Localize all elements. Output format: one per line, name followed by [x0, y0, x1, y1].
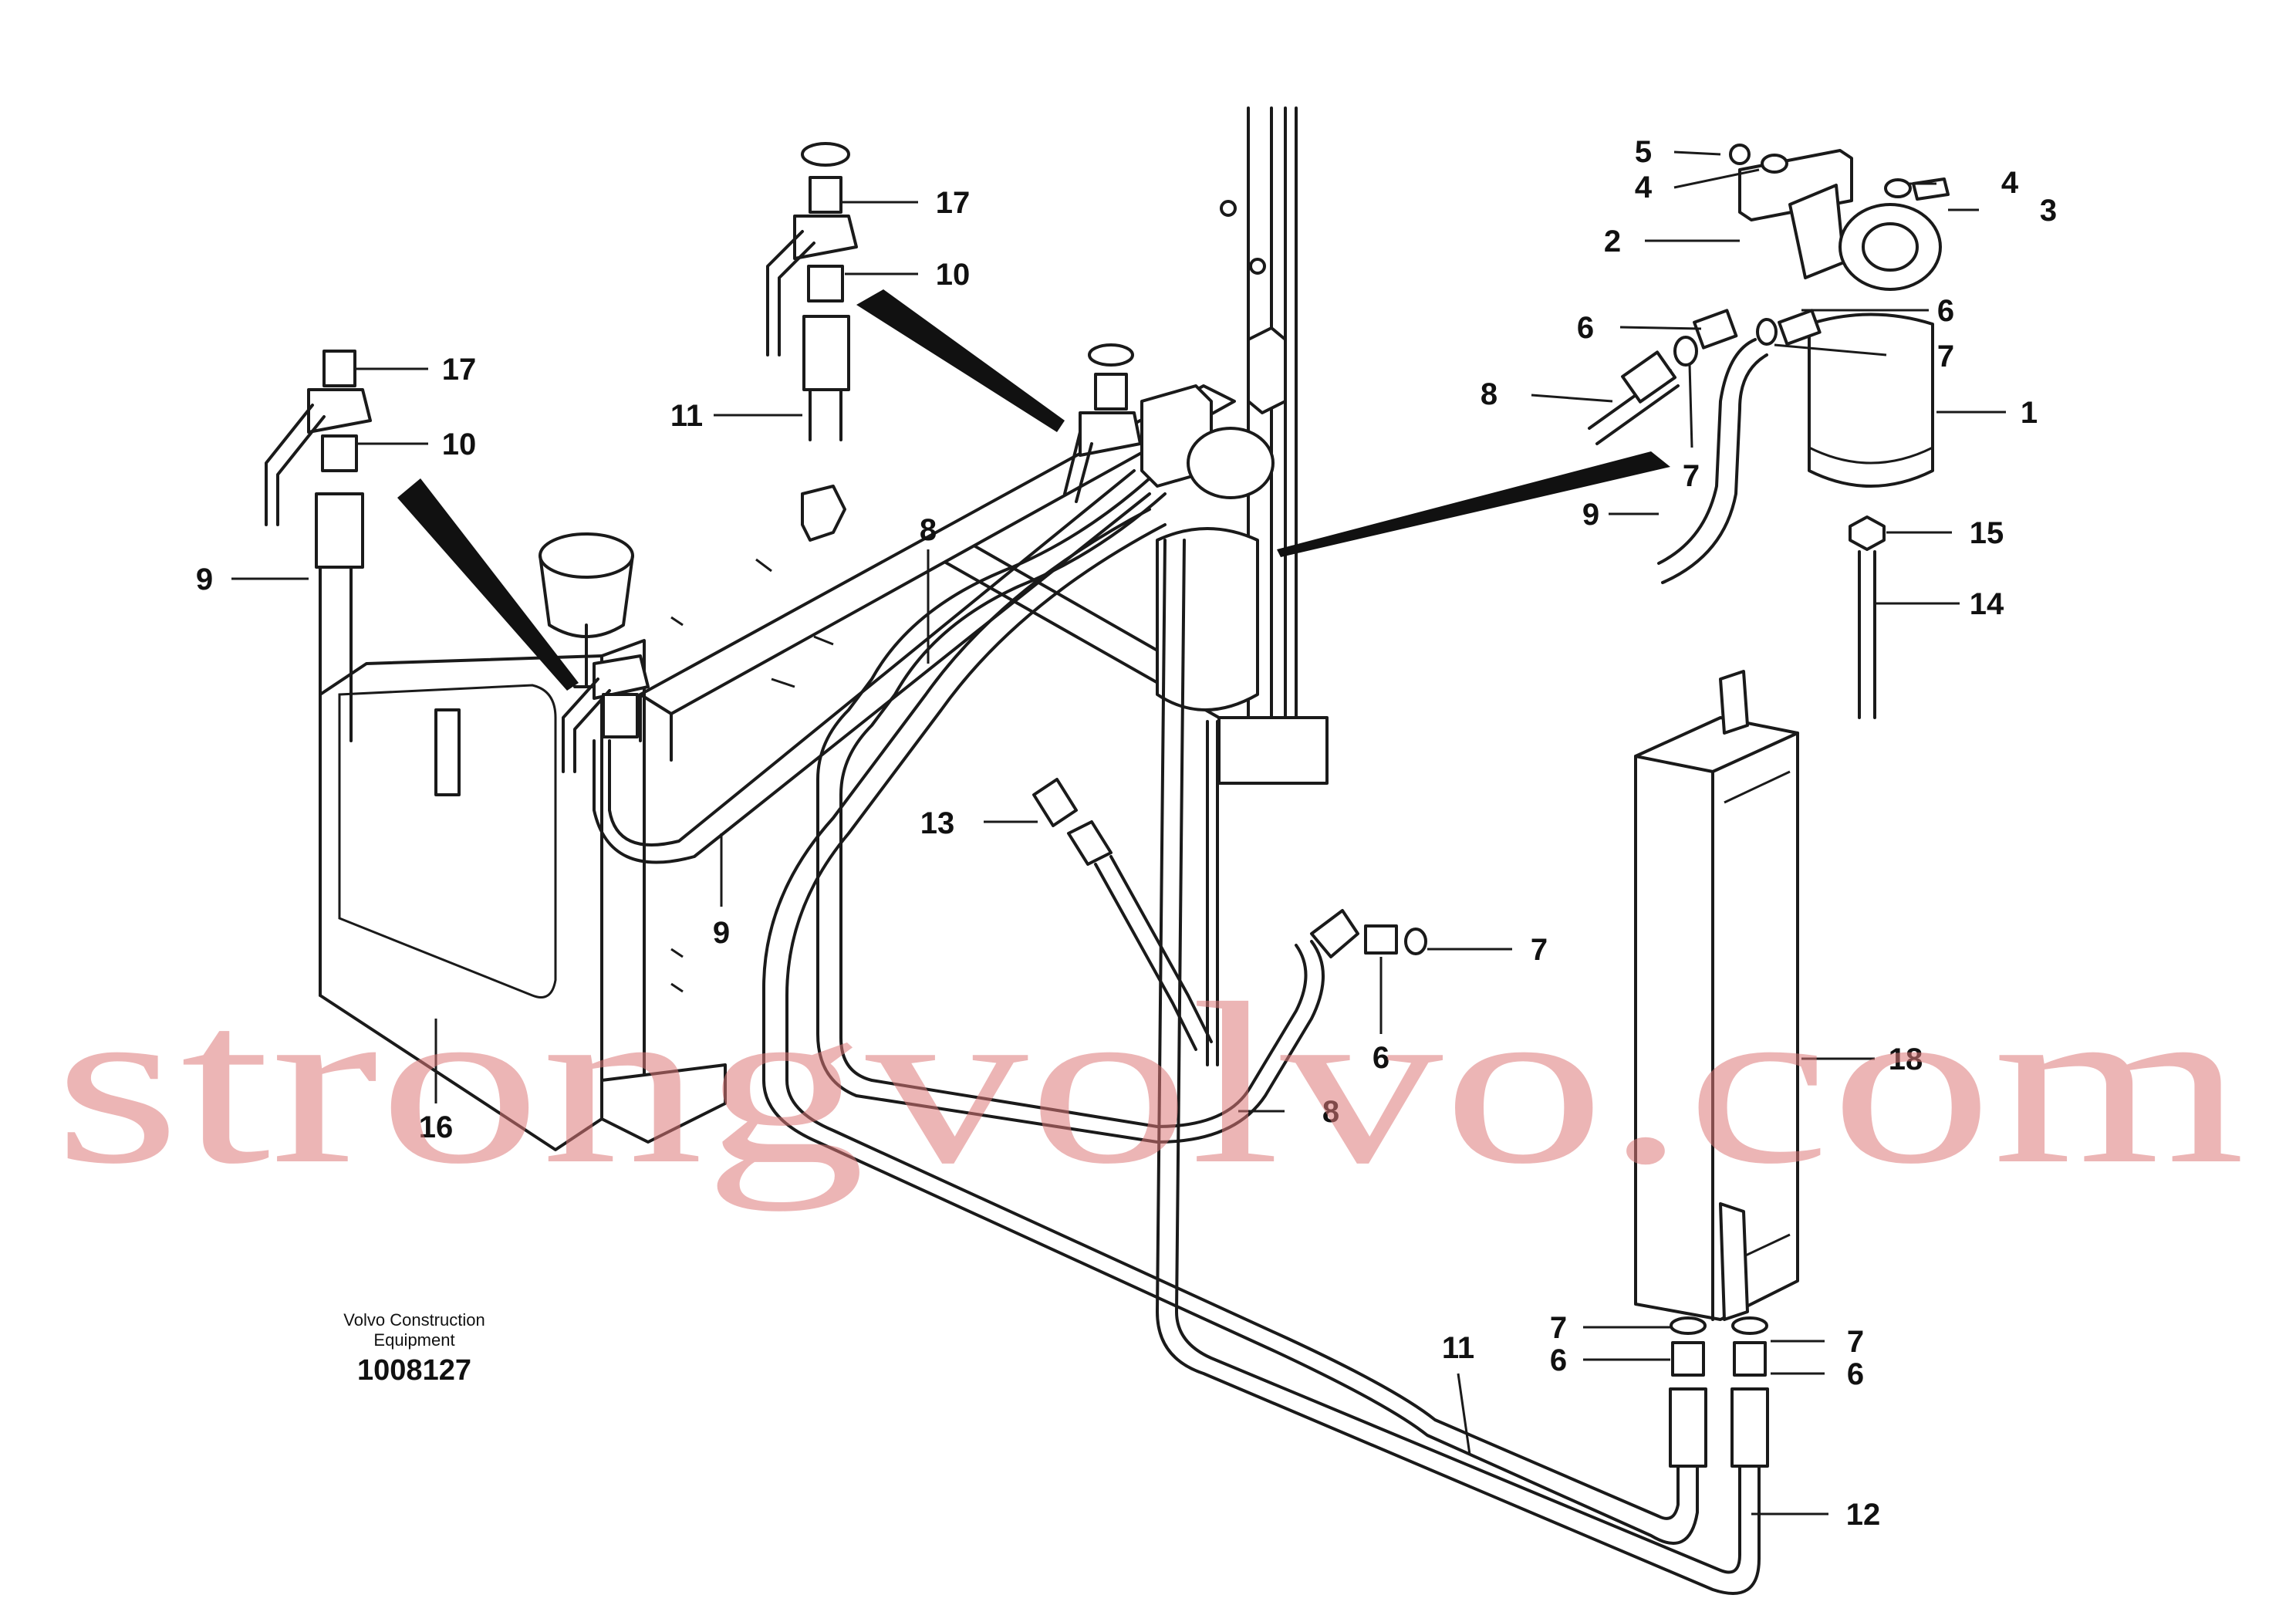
callout-6: 6	[1577, 311, 1594, 345]
callout-18: 18	[1889, 1042, 1923, 1076]
callout-10: 10	[442, 427, 477, 461]
callout-4: 4	[1635, 171, 1653, 204]
ball-valve-center	[1063, 343, 1142, 503]
callout-6: 6	[1937, 294, 1954, 328]
caption-company-line1: Volvo Construction	[343, 1310, 485, 1330]
callout-6: 6	[1847, 1357, 1864, 1391]
ball-valve-upper	[766, 142, 858, 441]
callout-11: 11	[670, 399, 703, 433]
hydraulic-tank-16	[319, 532, 727, 1151]
callout-3: 3	[2040, 194, 2057, 228]
callout-17: 17	[936, 186, 971, 220]
ball-valve-tank	[562, 654, 650, 773]
callout-14: 14	[1970, 587, 2004, 621]
misc-hardware	[670, 200, 1266, 993]
fittings-6-7-mid	[1364, 924, 1427, 955]
callout-7: 7	[1550, 1311, 1567, 1345]
callout-11: 11	[1442, 1331, 1474, 1365]
callout-9: 9	[196, 563, 213, 596]
callout-7: 7	[1937, 340, 1954, 373]
watermark-text: strongvolvo.com	[54, 955, 2245, 1212]
hose-9	[593, 469, 1151, 864]
drawing-number: 1008127	[357, 1354, 471, 1387]
callout-6: 6	[1373, 1041, 1389, 1075]
callout-4: 4	[2001, 166, 2019, 200]
callout-16: 16	[419, 1110, 454, 1144]
callout-7: 7	[1683, 459, 1700, 493]
callout-7: 7	[1531, 933, 1548, 967]
callout-9: 9	[1582, 498, 1599, 532]
callout-9: 9	[713, 916, 730, 950]
callout-5: 5	[1635, 135, 1652, 169]
callout-17: 17	[442, 353, 477, 387]
callout-6: 6	[1550, 1343, 1567, 1377]
ball-valve-left	[265, 350, 372, 997]
callout-12: 12	[1846, 1498, 1881, 1532]
leader-lines	[231, 150, 2006, 1516]
view-pointers	[397, 289, 1670, 691]
callout-2: 2	[1604, 225, 1621, 259]
callout-8: 8	[1481, 377, 1497, 411]
filter-assembly-1	[1588, 144, 1950, 719]
callout-1: 1	[2021, 396, 2038, 430]
oil-cooler-18	[1634, 670, 1799, 1321]
hose-11-12	[762, 508, 1769, 1595]
callout-10: 10	[936, 258, 971, 292]
hose-13	[1032, 778, 1213, 1051]
callout-15: 15	[1970, 516, 2004, 550]
callout-13: 13	[920, 806, 955, 840]
drawing-caption: Volvo Construction Equipment 1008127	[343, 1310, 485, 1387]
caption-company-line2: Equipment	[373, 1330, 454, 1350]
callout-8: 8	[920, 513, 937, 547]
callout-8: 8	[1322, 1095, 1339, 1129]
callout-labels: 5 4 4 3 2 6 6 7 8 7 1 9 15 14 17 10 11 1…	[196, 135, 2057, 1532]
callout-7: 7	[1847, 1325, 1864, 1359]
